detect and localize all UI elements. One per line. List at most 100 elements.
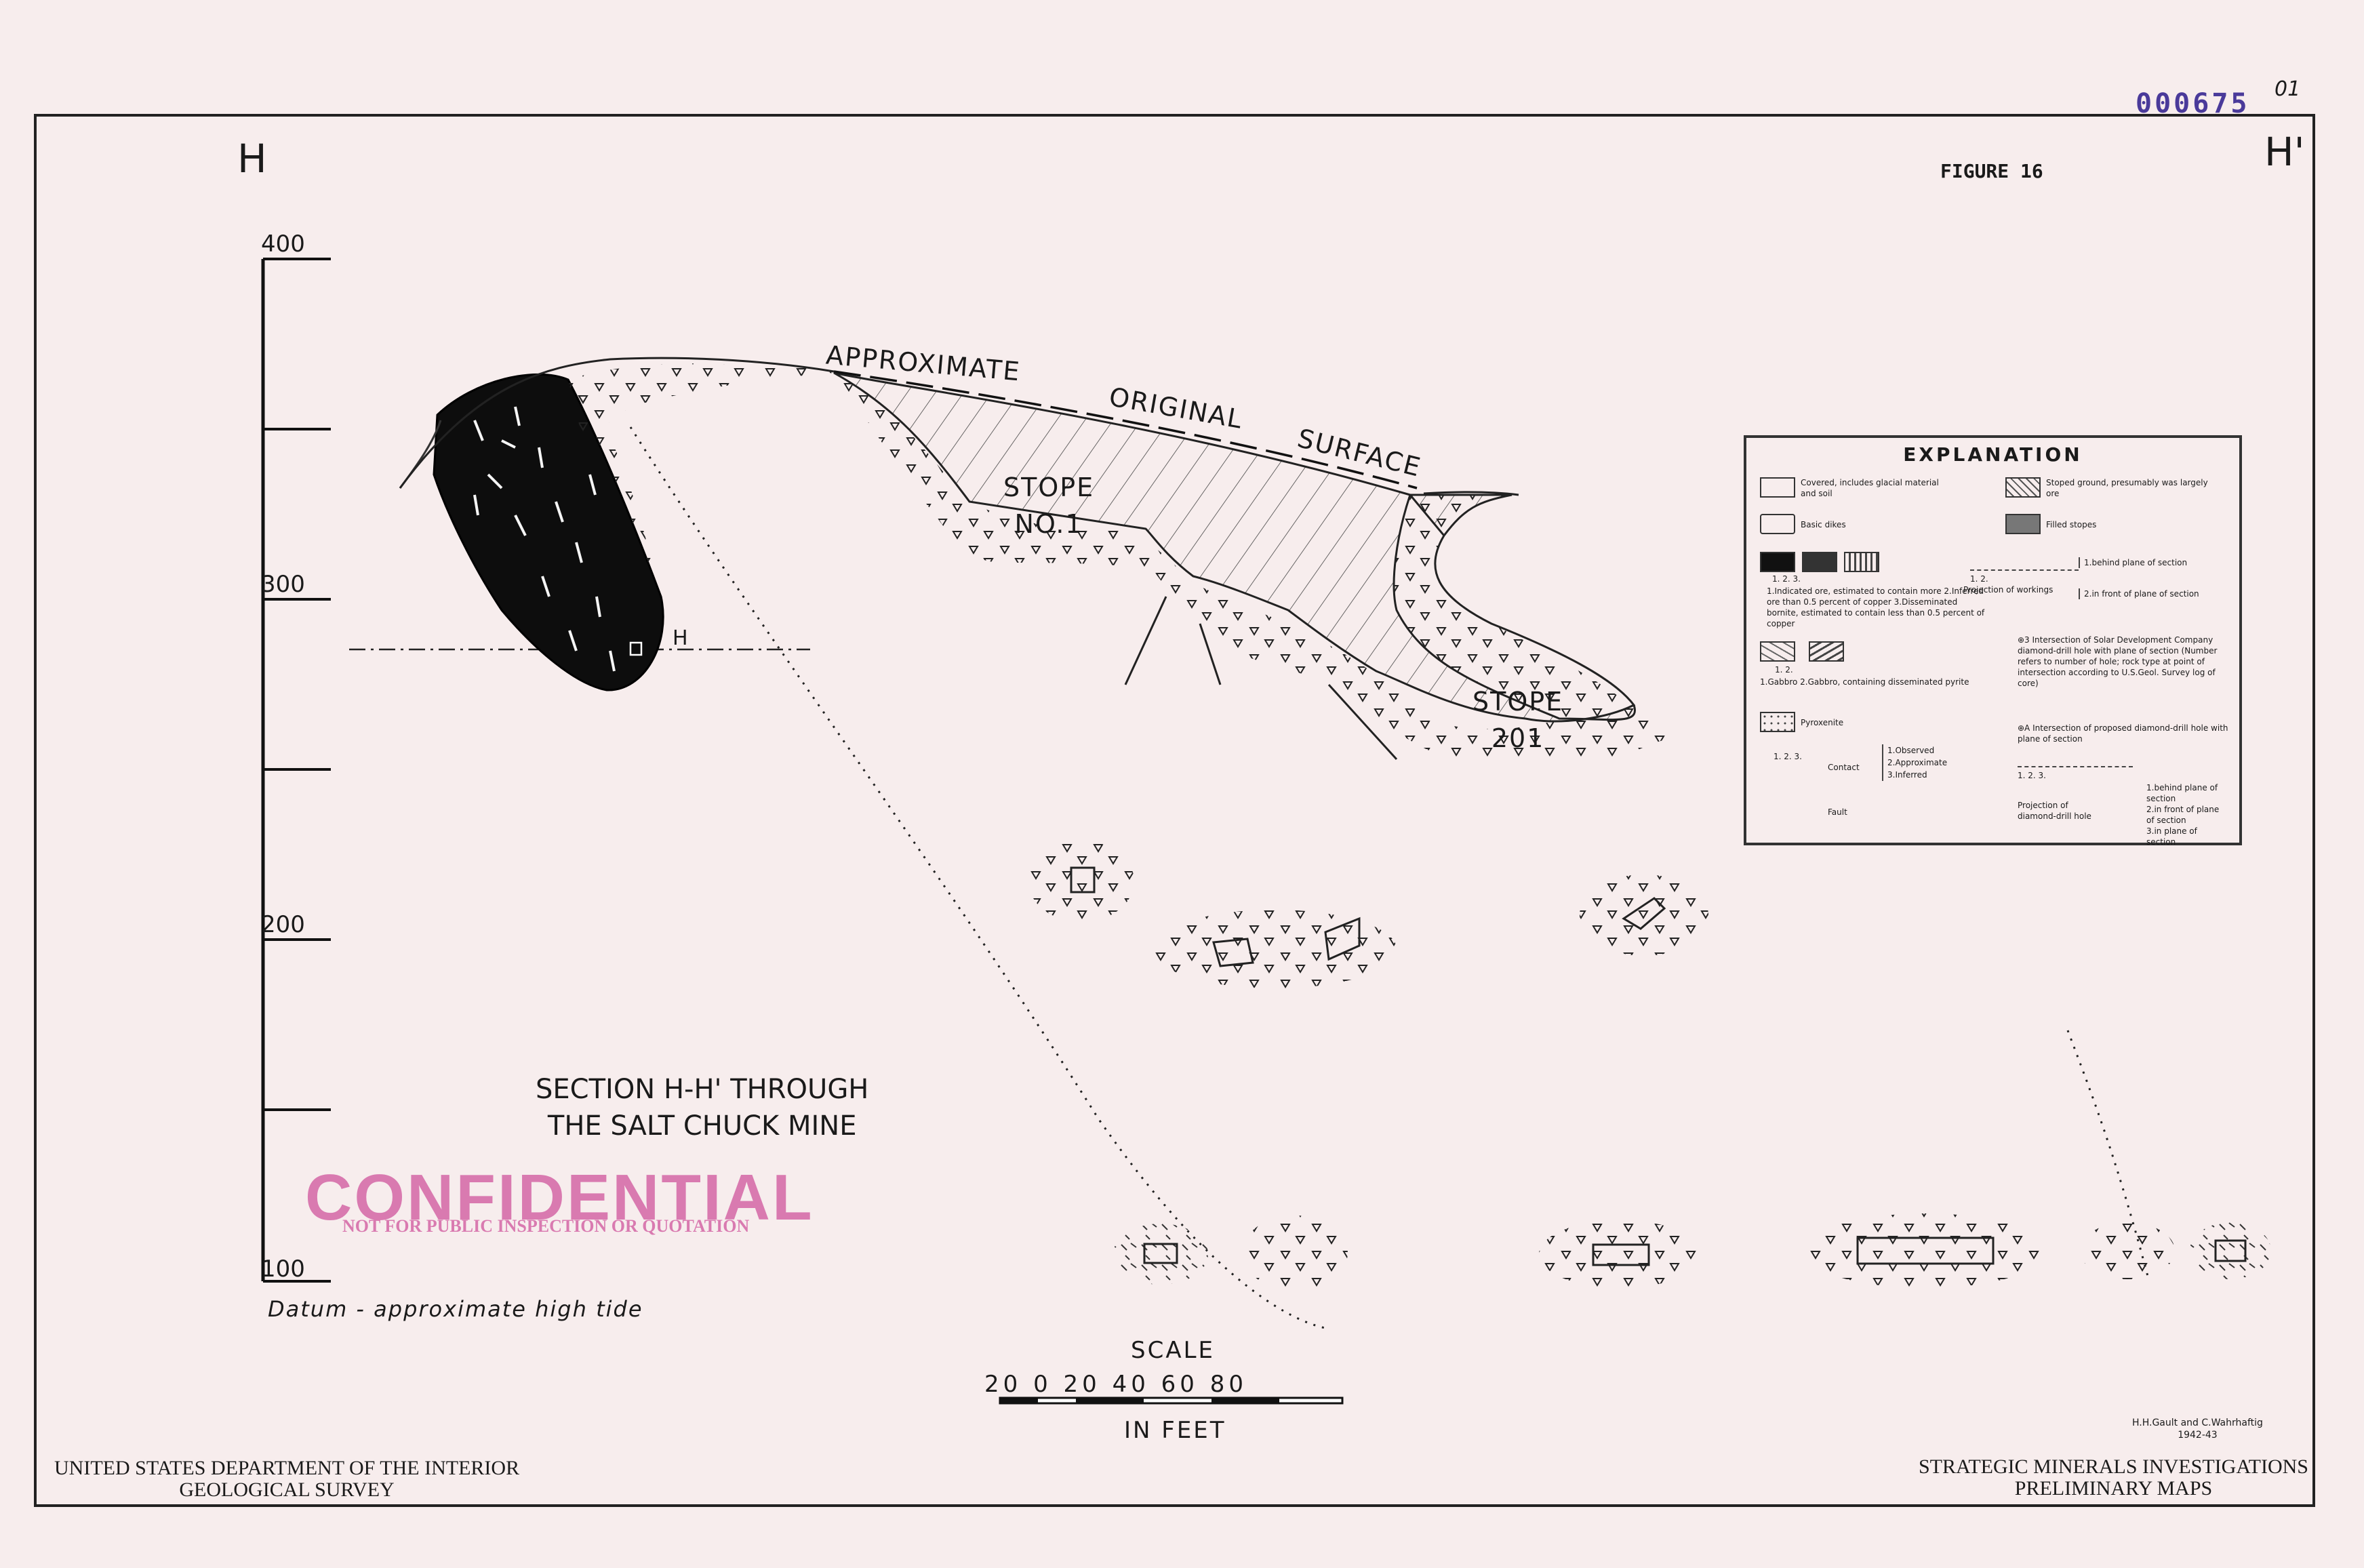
axis-label-200: 200 <box>261 911 305 938</box>
axis-label-400: 400 <box>261 230 305 258</box>
legend-projection: Projection of diamond-drill hole <box>2018 801 2091 821</box>
legend-contact: Contact <box>1828 763 1860 772</box>
footer-left-line1: UNITED STATES DEPARTMENT OF THE INTERIOR <box>54 1457 520 1479</box>
legend-proposed-drill: ⊕A Intersection of proposed diamond-dril… <box>2018 723 2228 744</box>
lens-halo <box>1803 1213 2047 1288</box>
legend-ore-numbers: 1. 2. 3. <box>1772 574 1801 584</box>
legend-workings: Projection of workings <box>1963 585 2054 595</box>
swatch-stoped <box>2005 477 2041 498</box>
section-end-label: H' <box>2264 129 2305 175</box>
legend-projection-2: 2.in front of plane of section <box>2146 805 2220 825</box>
plane-marker-label: H <box>673 626 688 650</box>
drill-intersection-marker <box>629 641 643 656</box>
lens-core <box>2214 1239 2247 1262</box>
swatch-disseminated-bornite <box>1844 552 1879 572</box>
authors-credit: H.H.Gault and C.Wahrhaftig 1942-43 <box>2132 1417 2263 1441</box>
lens-core <box>1143 1243 1178 1264</box>
indicated-ore-body <box>433 373 664 691</box>
datum-note: Datum - approximate high tide <box>268 1296 643 1322</box>
ore-body-hatch <box>473 406 616 672</box>
section-start-label: H <box>237 136 267 182</box>
stope-1-line1: STOPE <box>1003 473 1095 502</box>
legend-workings-1: 1.behind plane of section <box>2079 557 2220 568</box>
legend-contact-3: 3.Inferred <box>1887 770 1927 780</box>
lens-core <box>1856 1237 1995 1265</box>
legend-basic-dikes: Basic dikes <box>1801 520 1846 529</box>
faults <box>1124 596 1398 761</box>
legend-stoped: Stoped ground, presumably was largely or… <box>2046 478 2208 498</box>
lens-halo <box>1242 1215 1348 1290</box>
legend-projection-1: 1.behind plane of section <box>2146 783 2218 803</box>
legend-contact-1: 1.Observed <box>1887 746 1935 755</box>
record-number-suffix: 01 <box>2275 77 2301 101</box>
legend-filled-stopes: Filled stopes <box>2046 520 2097 529</box>
footer-right-line2: PRELIMINARY MAPS <box>2014 1477 2213 1500</box>
legend-drill-intersection: ⊕3 Intersection of Solar Development Com… <box>2018 635 2218 688</box>
swatch-indicated-ore <box>1760 552 1795 572</box>
footer-right-line1: STRATEGIC MINERALS INVESTIGATIONS <box>1919 1455 2308 1478</box>
title-line-2: THE SALT CHUCK MINE <box>547 1110 857 1142</box>
lens-halo <box>1580 875 1708 956</box>
swatch-basic-dikes <box>1760 514 1795 534</box>
legend-contact-2: 2.Approximate <box>1887 758 1948 767</box>
legend-projection-3: 3.in plane of section <box>2146 826 2197 847</box>
confidential-stamp-subtitle: NOT FOR PUBLIC INSPECTION OR QUOTATION <box>342 1216 750 1236</box>
explanation-legend: EXPLANATION Covered, includes glacial ma… <box>1744 435 2242 847</box>
lens-halo <box>1028 841 1134 922</box>
swatch-gabbro-pyrite <box>1809 641 1844 662</box>
legend-workings-2: 2.in front of plane of section <box>2079 588 2220 599</box>
legend-gabbro: 1.Gabbro 2.Gabbro, containing disseminat… <box>1760 677 1969 687</box>
legend-gabbro-numbers: 1. 2. <box>1775 665 1793 675</box>
footer-right: STRATEGIC MINERALS INVESTIGATIONS PRELIM… <box>1919 1456 2308 1500</box>
ore-lenses <box>1028 841 2271 1290</box>
legend-projection-numbers: 1. 2. 3. <box>2018 766 2133 781</box>
legend-ore-text: 1.Indicated ore, estimated to contain mo… <box>1767 586 1985 628</box>
ground-surface-right <box>1423 491 1519 496</box>
elevation-axis <box>261 258 331 1283</box>
stope-1-label: STOPE NO.1 <box>1003 469 1094 542</box>
record-number-stamp: 000675 <box>2136 88 2250 119</box>
lens-halo <box>1153 910 1397 988</box>
pyroxenite-zone-upper <box>568 363 1668 761</box>
title-line-1: SECTION H-H' THROUGH <box>536 1074 869 1105</box>
section-title: SECTION H-H' THROUGH THE SALT CHUCK MINE <box>536 1071 868 1144</box>
authors-line1: H.H.Gault and C.Wahrhaftig <box>2132 1418 2263 1428</box>
confidential-stamp: CONFIDENTIAL <box>305 1161 814 1234</box>
stope-201-label: STOPE 201 <box>1473 683 1563 757</box>
axis-label-300: 300 <box>261 571 305 598</box>
lens-halo <box>1113 1224 1208 1285</box>
legend-contact-numbers: 1. 2. 3. <box>1774 752 1802 761</box>
lens-halo <box>2080 1222 2175 1279</box>
stope-201-line1: STOPE <box>1473 687 1564 717</box>
stope-1-line2: NO.1 <box>1014 509 1083 539</box>
stoped-ground <box>833 371 1636 723</box>
lens-core <box>1324 917 1361 961</box>
figure-label: FIGURE 16 <box>1940 160 2043 182</box>
swatch-pyroxenite <box>1760 712 1795 732</box>
swatch-filled-stopes <box>2005 514 2041 534</box>
scale-title: SCALE <box>1131 1337 1216 1364</box>
authors-line2: 1942-43 <box>2178 1430 2218 1441</box>
scale-numbers: 20 0 20 40 60 80 <box>984 1371 1247 1398</box>
footer-left: UNITED STATES DEPARTMENT OF THE INTERIOR… <box>54 1458 519 1501</box>
axis-label-100: 100 <box>261 1255 305 1283</box>
lens-core <box>1622 897 1666 930</box>
legend-covered: Covered, includes glacial material and s… <box>1801 478 1939 498</box>
ground-surface-line <box>399 357 835 489</box>
map-frame <box>34 114 2315 1507</box>
lens-core <box>1592 1243 1650 1266</box>
legend-projection-types: 1.behind plane of section 2.in front of … <box>2146 782 2228 847</box>
scale-unit: IN FEET <box>1124 1417 1226 1444</box>
stope-201-line2: 201 <box>1491 723 1545 753</box>
legend-workings-numbers: 1. 2. <box>1970 569 2079 584</box>
swatch-inferred-ore <box>1802 552 1837 572</box>
original-surface-line <box>833 370 1418 489</box>
legend-fault: Fault <box>1828 807 1847 817</box>
scale-bar <box>999 1396 1344 1405</box>
swatch-gabbro <box>1760 641 1795 662</box>
lens-core <box>1070 866 1096 893</box>
legend-pyroxenite: Pyroxenite <box>1801 718 1844 727</box>
legend-title: EXPLANATION <box>1903 443 2083 466</box>
footer-left-line2: GEOLOGICAL SURVEY <box>179 1479 395 1501</box>
